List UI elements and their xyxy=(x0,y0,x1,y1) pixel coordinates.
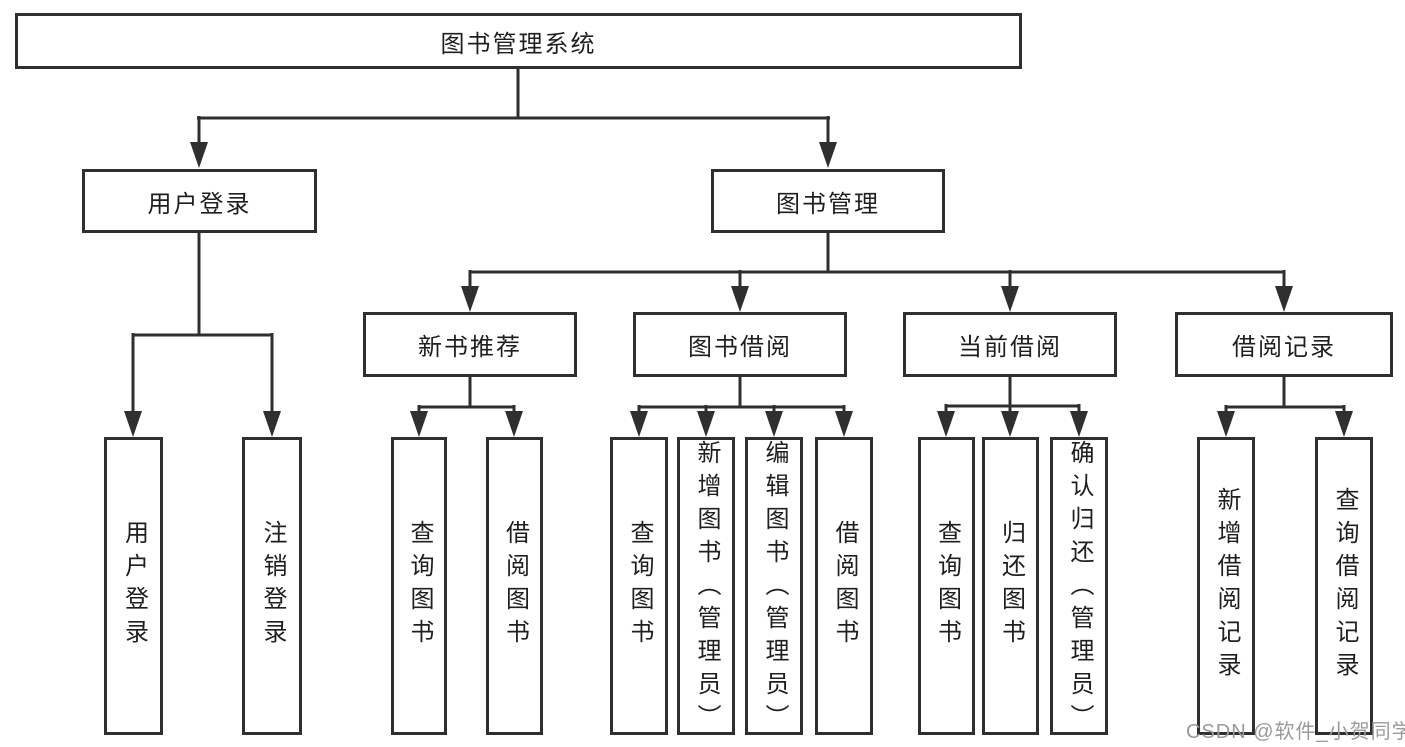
node-library-management-system: 图书管理系统 xyxy=(15,13,1022,69)
node-new-book-recommend: 新书推荐 xyxy=(363,312,577,377)
node-leaf-query-borrow-record: 查询借阅记录 xyxy=(1315,437,1373,735)
node-user-login: 用户登录 xyxy=(82,169,317,233)
node-leaf-query-books-borrow: 查询图书 xyxy=(610,437,668,735)
node-leaf-borrow-books: 借阅图书 xyxy=(815,437,873,735)
node-current-borrow: 当前借阅 xyxy=(903,312,1117,377)
node-book-management: 图书管理 xyxy=(711,169,945,233)
node-leaf-add-borrow-record: 新增借阅记录 xyxy=(1197,437,1255,735)
node-leaf-add-books-admin: 新增图书（管理员） xyxy=(677,437,735,737)
node-leaf-query-books-recommend: 查询图书 xyxy=(391,437,447,735)
node-leaf-query-books-current: 查询图书 xyxy=(918,437,975,735)
node-book-borrow: 图书借阅 xyxy=(633,312,847,377)
node-leaf-logout: 注销登录 xyxy=(242,437,302,735)
node-leaf-return-books: 归还图书 xyxy=(982,437,1039,735)
csdn-watermark: CSDN @软件_小贺同学 xyxy=(1186,721,1405,743)
node-leaf-borrow-books-recommend: 借阅图书 xyxy=(486,437,543,735)
node-leaf-confirm-return-admin: 确认归还（管理员） xyxy=(1050,437,1108,737)
node-borrow-records: 借阅记录 xyxy=(1175,312,1393,377)
node-leaf-edit-books-admin: 编辑图书（管理员） xyxy=(745,437,803,737)
node-leaf-user-login: 用户登录 xyxy=(104,437,163,735)
